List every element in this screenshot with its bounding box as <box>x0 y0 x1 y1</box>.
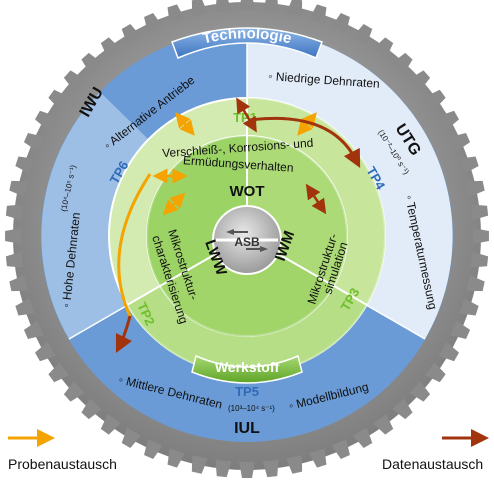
gear-tooth <box>121 427 141 449</box>
gear-teeth <box>5 0 489 478</box>
gear-tooth <box>373 414 394 435</box>
gear-tooth <box>466 275 485 292</box>
werkstoff-label: Werkstoff <box>215 359 280 375</box>
sample-exchange-arrow <box>297 112 317 136</box>
asb-arrow-right-icon <box>246 246 268 252</box>
gear-tooth <box>15 298 35 316</box>
gear-tooth <box>331 12 350 33</box>
gear-tooth <box>48 89 69 110</box>
gear-tooth <box>450 133 471 152</box>
gear-tooth <box>373 37 394 58</box>
gear-tooth <box>466 180 485 197</box>
gear-tooth <box>9 180 28 197</box>
gear-tooth <box>5 204 24 221</box>
gear-tooth <box>167 448 185 468</box>
gear-tooth <box>5 228 22 244</box>
gear-tooth <box>239 461 255 478</box>
gear-tooth <box>81 398 102 420</box>
gear-tooth <box>215 459 232 478</box>
gear-tooth <box>63 70 85 91</box>
ring-separator <box>126 285 161 306</box>
gear-tooth <box>48 362 69 383</box>
gear-tooth <box>262 0 279 13</box>
sample-exchange-arrow <box>162 192 186 216</box>
gear-tooth <box>63 381 85 402</box>
gear-tooth <box>239 0 255 11</box>
data-exchange-arrow <box>236 97 257 133</box>
wot-label: WOT <box>230 183 265 200</box>
data-exchange-arc <box>115 315 133 354</box>
gear-tooth <box>392 398 413 420</box>
gear-tooth <box>353 23 373 45</box>
gear-tooth <box>100 37 121 58</box>
gear-tooth <box>470 251 489 268</box>
sample-exchange-arrow <box>175 112 195 136</box>
data-exchange-arrow <box>305 183 327 215</box>
gear-tooth <box>100 414 121 435</box>
gear-tooth <box>459 298 479 316</box>
mittlere-dehnraten-rate: (10³–10⁴ s⁻¹) <box>228 404 275 413</box>
gear-tooth <box>472 228 489 244</box>
asb-arrow-left-icon <box>226 229 248 235</box>
werkstoff-banner <box>191 354 303 384</box>
gear-tooth <box>34 110 56 130</box>
gear-tooth <box>262 459 279 478</box>
sample-exchange-arc <box>117 173 152 317</box>
gear-tooth <box>309 4 327 24</box>
gear-tooth <box>392 52 413 74</box>
gear-tooth <box>167 4 185 24</box>
gear-tooth <box>409 381 431 402</box>
gear-tooth <box>470 204 489 221</box>
gear-tooth <box>15 156 35 174</box>
gear-tooth <box>23 320 44 339</box>
legend-probenaustausch: Probenaustausch <box>8 456 117 472</box>
gear-tooth <box>144 439 163 460</box>
gear-tooth <box>286 455 303 474</box>
gear-tooth <box>9 275 28 292</box>
gear-tooth <box>459 156 479 174</box>
gear-tooth <box>191 455 208 474</box>
gear-tooth <box>425 89 446 110</box>
gear-tooth <box>215 0 232 13</box>
gear-tooth <box>438 110 460 130</box>
gear-tooth <box>191 0 208 17</box>
gear-tooth <box>34 342 56 362</box>
gear-tooth <box>121 23 141 45</box>
gear-tooth <box>309 448 327 468</box>
gear-tooth <box>286 0 303 17</box>
ring-separator <box>333 285 368 306</box>
data-exchange-arc <box>249 116 361 168</box>
gear-tooth <box>144 12 163 33</box>
technologie-banner <box>171 27 323 60</box>
gear-tooth <box>409 70 431 91</box>
tp5-label: TP5 <box>235 384 259 399</box>
gear-tooth <box>81 52 102 74</box>
gear-tooth <box>353 427 373 449</box>
gear-tooth <box>331 439 350 460</box>
gear-tooth <box>450 320 471 339</box>
legend-datenaustausch: Datenaustausch <box>382 456 484 472</box>
gear-tooth <box>23 133 44 152</box>
gear-tooth <box>438 342 460 362</box>
asb-label: ASB <box>234 235 260 249</box>
gear-tooth <box>5 251 24 268</box>
gear-tooth <box>425 362 446 383</box>
iul-label: IUL <box>234 420 260 437</box>
